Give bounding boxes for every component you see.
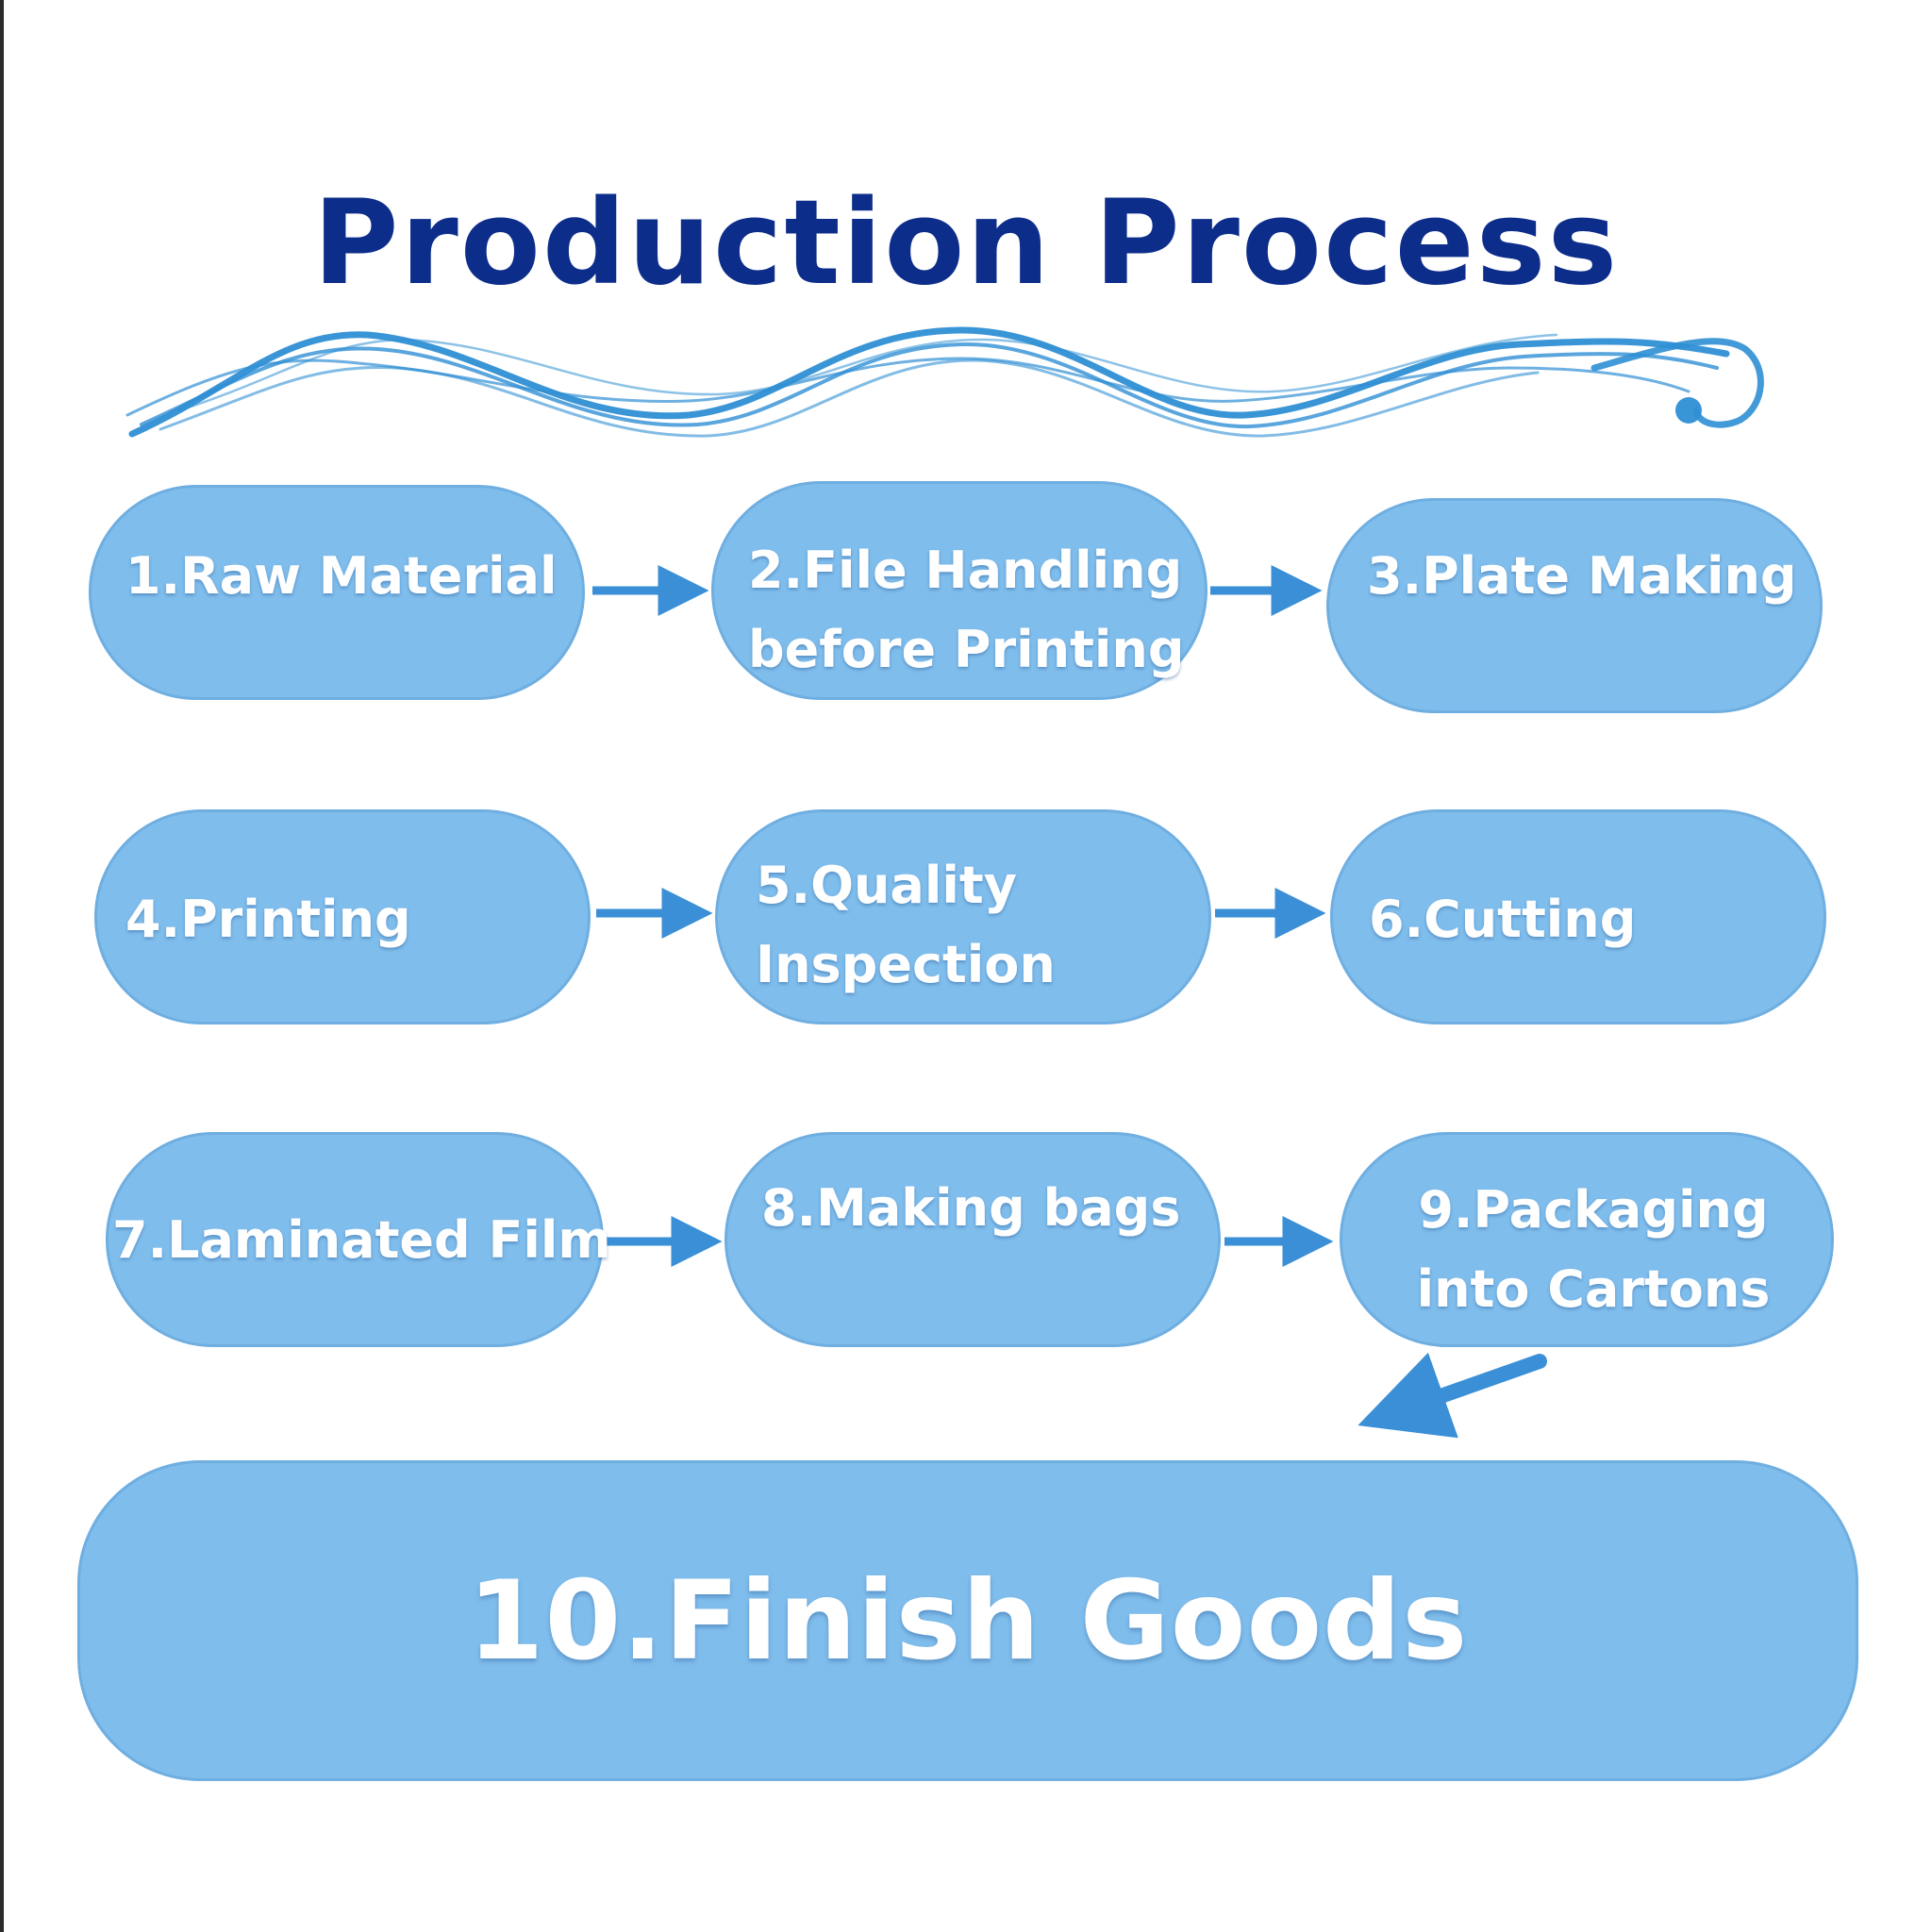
- step-1-node: 1.Raw Material: [89, 485, 585, 700]
- step-2-label: 2.File Handling before Printing: [748, 541, 1185, 679]
- step-1-label: 1.Raw Material: [125, 546, 558, 606]
- step-9-node: 9.Packaging into Cartons: [1340, 1132, 1834, 1347]
- step-8-node: 8.Making bags: [724, 1132, 1221, 1347]
- step-8-label: 8.Making bags: [761, 1178, 1181, 1238]
- step-5-node: 5.Quality Inspection: [715, 809, 1211, 1024]
- step-4-label: 4.Printing: [125, 890, 411, 949]
- step-2-node: 2.File Handling before Printing: [711, 481, 1208, 700]
- step-10-node: 10.Finish Goods: [77, 1460, 1858, 1781]
- step-6-label: 6.Cutting: [1369, 890, 1637, 949]
- step-4-node: 4.Printing: [94, 809, 591, 1024]
- step-6-node: 6.Cutting: [1330, 809, 1826, 1024]
- page-left-border: [0, 0, 4, 1932]
- arrow-9-to-10: [1357, 1352, 1547, 1439]
- step-5-label: 5.Quality Inspection: [756, 856, 1056, 994]
- step-3-label: 3.Plate Making: [1367, 546, 1797, 606]
- diagram-title: Production Process: [312, 175, 1620, 311]
- step-7-label: 7.Laminated Film: [112, 1210, 611, 1270]
- wave-ornament: [125, 326, 1764, 438]
- step-9-label: 9.Packaging into Cartons: [1416, 1180, 1771, 1319]
- step-10-label: 10.Finish Goods: [467, 1557, 1469, 1685]
- step-7-node: 7.Laminated Film: [106, 1132, 611, 1347]
- step-3-node: 3.Plate Making: [1326, 498, 1823, 713]
